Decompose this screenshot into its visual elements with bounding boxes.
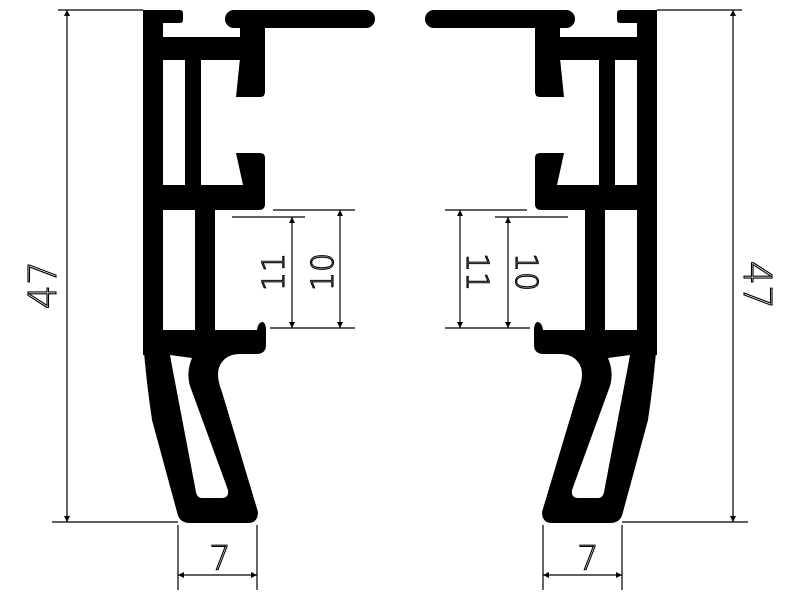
right-dimensions: 47 7 11 10 [445,9,780,590]
left-height-label: 47 [21,261,65,309]
right-opening-inner-label: 10 [508,253,543,291]
right-opening-outer-label: 11 [459,253,494,291]
left-dimensions: 47 7 11 10 [20,9,355,590]
left-opening-inner-label: 10 [306,253,341,291]
right-width-label: 7 [577,539,599,579]
left-opening-outer-label: 11 [257,253,292,291]
left-width-label: 7 [209,539,231,579]
right-height-label: 47 [735,261,779,309]
